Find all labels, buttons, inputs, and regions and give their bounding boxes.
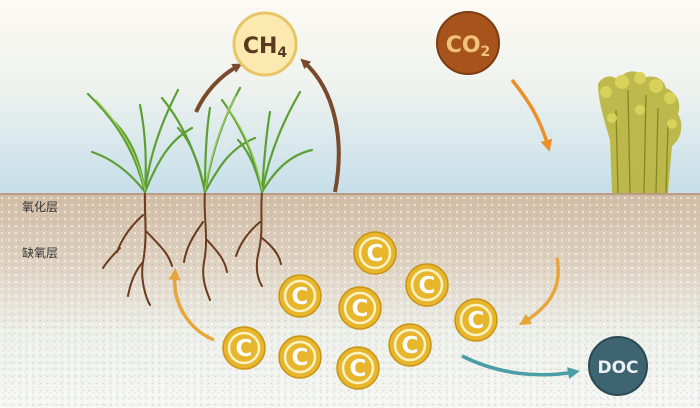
carbon-particle: C — [278, 274, 322, 318]
co2-uptake-arrow — [510, 78, 553, 152]
grass-plants — [86, 86, 314, 194]
doc-label: DOC — [597, 358, 638, 378]
svg-text:C: C — [352, 296, 369, 322]
carbon-uptake-arrow — [168, 268, 215, 342]
carbon-input-arrow — [518, 257, 560, 326]
carbon-particle: C — [405, 263, 449, 307]
svg-text:C: C — [292, 284, 309, 310]
svg-text:C: C — [468, 308, 485, 334]
carbon-particle: C — [353, 231, 397, 275]
carbon-particle: C — [222, 326, 266, 370]
sky-background — [0, 0, 700, 196]
doc-bubble: DOC — [588, 336, 648, 396]
svg-text:C: C — [350, 356, 367, 382]
co2-bubble: CO2 — [436, 11, 500, 75]
oxidized-layer-label: 氧化层 — [22, 200, 59, 214]
doc-export-arrow — [461, 354, 580, 379]
moss-plant — [598, 71, 682, 194]
svg-text:C: C — [419, 273, 436, 299]
svg-text:C: C — [367, 241, 384, 267]
carbon-particles: C C C C C C C — [222, 231, 498, 390]
carbon-particle: C — [278, 335, 322, 379]
plant-roots — [102, 189, 282, 306]
methane-label: CH4 — [243, 34, 288, 61]
carbon-particle: C — [336, 346, 380, 390]
anoxic-layer-label: 缺氧层 — [22, 246, 59, 260]
svg-text:C: C — [292, 345, 309, 371]
carbon-particle: C — [454, 298, 498, 342]
carbon-particle: C — [388, 323, 432, 367]
methane-arrow-right — [300, 58, 341, 193]
svg-text:C: C — [236, 336, 253, 362]
methane-arrow-left — [194, 63, 243, 113]
co2-label: CO2 — [446, 33, 491, 60]
carbon-particle: C — [338, 286, 382, 330]
svg-text:C: C — [402, 333, 419, 359]
methane-bubble: CH4 — [232, 11, 298, 77]
